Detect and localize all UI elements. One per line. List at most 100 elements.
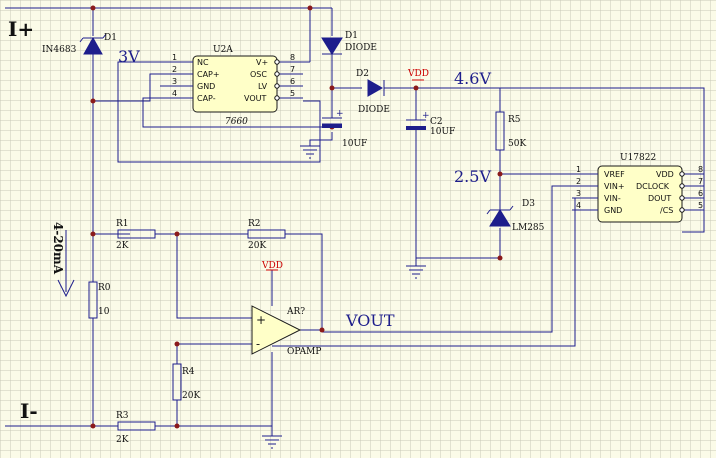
adc-pin-7: 7 DCLOCK (636, 177, 704, 191)
resistor-r3: R3 2K (116, 411, 156, 445)
svg-text:6: 6 (698, 189, 703, 198)
svg-text:VIN-: VIN- (604, 194, 621, 203)
r2-value: 20K (248, 241, 266, 251)
resistor-r0: R0 10 (88, 281, 111, 319)
reference-diode-d3: D3 LM285 (486, 199, 545, 233)
u2a-pin-4: 4 CAP- (169, 89, 216, 103)
adc-pin-5: 5 /CS (660, 201, 704, 215)
resistor-r4: R4 20K (172, 363, 200, 401)
r3-value: 2K (116, 435, 129, 445)
opamp: + - AR? OPAMP (251, 305, 321, 357)
r5-ref: R5 (508, 115, 521, 125)
c2-ref: C2 (430, 117, 443, 127)
i-plus-label: I+ (8, 17, 34, 41)
svg-text:4: 4 (172, 89, 177, 98)
capacitor-c2: + C2 10UF (406, 111, 455, 137)
ground-symbol-2 (406, 265, 426, 279)
chip-u2a: U2A 7660 1 NC 2 CAP+ 3 GND 4 CAP- 8 V+ (169, 45, 303, 127)
opamp-ref: AR? (286, 307, 305, 317)
d2-value: DIODE (358, 105, 390, 115)
r1-value: 2K (116, 241, 129, 251)
zener-voltage: 3V (118, 47, 140, 66)
svg-text:DCLOCK: DCLOCK (636, 182, 670, 191)
u2a-ref: U2A (213, 45, 233, 55)
d3-value: LM285 (512, 223, 545, 233)
opamp-minus-sign: - (256, 337, 260, 351)
svg-text:5: 5 (698, 201, 703, 210)
u2a-pin-1: 1 NC (169, 53, 209, 67)
zener-diode-d1: D1 IN4683 3V (42, 33, 140, 66)
u2a-pin-7: 7 OSC (250, 65, 303, 79)
svg-text:6: 6 (290, 77, 295, 86)
svg-text:7: 7 (698, 177, 703, 186)
u2a-part: 7660 (225, 117, 248, 127)
u2a-pin-8: 8 V+ (256, 53, 303, 67)
svg-text:CAP-: CAP- (197, 94, 216, 103)
adc-pin-3: 3 VIN- (572, 189, 621, 203)
svg-text:GND: GND (604, 206, 622, 215)
c1-value: 10UF (342, 139, 367, 149)
svg-text:VOUT: VOUT (244, 94, 266, 103)
current-label: 4-20mA (51, 222, 65, 275)
opamp-value: OPAMP (287, 347, 321, 357)
svg-text:DOUT: DOUT (648, 194, 671, 203)
ground-symbol-3 (262, 435, 282, 449)
svg-text:3: 3 (172, 77, 177, 86)
svg-text:4: 4 (576, 201, 581, 210)
d2-ref: D2 (356, 69, 369, 79)
svg-text:/CS: /CS (660, 206, 673, 215)
r1-ref: R1 (116, 219, 129, 229)
svg-text:8: 8 (290, 53, 295, 62)
adc-ref: U17822 (620, 153, 656, 163)
resistor-r5: R5 50K (495, 111, 526, 151)
d1-zener-ref: D1 (104, 33, 117, 43)
diode-d1: D1 DIODE (321, 31, 377, 55)
ground-symbol-1 (300, 145, 320, 159)
r0-ref: R0 (98, 283, 111, 293)
adc-pin-8: 8 VDD (656, 165, 704, 179)
svg-text:NC: NC (197, 58, 209, 67)
svg-text:5: 5 (290, 89, 295, 98)
ref-voltage: 2.5V (454, 167, 491, 186)
opamp-plus-sign: + (256, 313, 266, 327)
r0-value: 10 (98, 307, 110, 317)
adc-pin-2: 2 VIN+ (572, 177, 625, 191)
resistor-r2: R2 20K (247, 219, 286, 251)
vdd-voltage: 4.6V (454, 69, 491, 88)
r5-value: 50K (508, 139, 526, 149)
r4-ref: R4 (182, 367, 195, 377)
vdd-label-opamp: VDD (261, 261, 283, 271)
capacitor-c1: + 10UF (322, 109, 367, 149)
c2-value: 10UF (430, 127, 455, 137)
svg-text:1: 1 (576, 165, 581, 174)
adc-pin-6: 6 DOUT (648, 189, 704, 203)
chip-adc: U17822 1 VREF 2 VIN+ 3 VIN- 4 GND 8 VDD (572, 153, 704, 223)
svg-text:1: 1 (172, 53, 177, 62)
resistor-r1: R1 2K (116, 219, 156, 251)
r4-value: 20K (182, 391, 200, 401)
u2a-pin-2: 2 CAP+ (169, 65, 220, 79)
svg-text:7: 7 (290, 65, 295, 74)
svg-text:LV: LV (258, 82, 268, 91)
svg-text:OSC: OSC (250, 70, 267, 79)
svg-text:+: + (336, 109, 344, 119)
svg-text:2: 2 (172, 65, 177, 74)
svg-text:CAP+: CAP+ (197, 70, 220, 79)
svg-text:8: 8 (698, 165, 703, 174)
u2a-pin-3: 3 GND (169, 77, 215, 91)
d1-zener-value: IN4683 (42, 45, 77, 55)
svg-text:2: 2 (576, 177, 581, 186)
r3-ref: R3 (116, 411, 129, 421)
adc-pin-1: 1 VREF (572, 165, 625, 179)
adc-pin-4: 4 GND (572, 201, 622, 215)
i-minus-label: I- (20, 399, 38, 423)
svg-text:VIN+: VIN+ (604, 182, 625, 191)
svg-text:3: 3 (576, 189, 581, 198)
vdd-label-top: VDD (407, 69, 429, 79)
r2-ref: R2 (248, 219, 261, 229)
u2a-pin-5: 5 VOUT (244, 89, 303, 103)
d1-diode-ref: D1 (345, 31, 358, 41)
